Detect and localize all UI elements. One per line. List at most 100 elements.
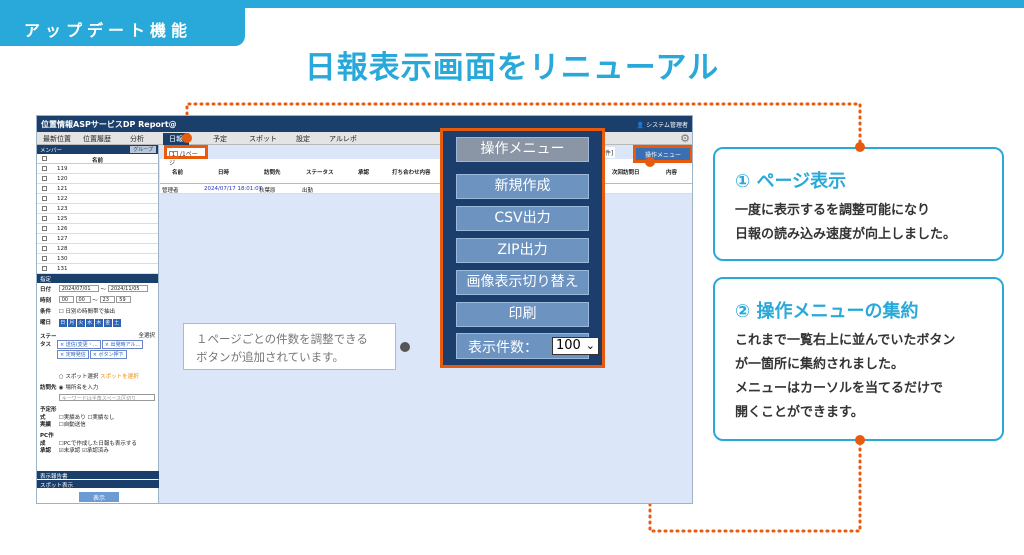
nav-latest-position[interactable]: 最新位置 [43,135,71,143]
member-row[interactable]: 126 [37,224,158,234]
show-button[interactable]: 表示 [79,492,119,502]
nav-position-history[interactable]: 位置履歴 [83,135,111,143]
sidebar: メンバー グループ 名前 119 120 121 122 123 125 126… [37,145,159,503]
report-table-header: 名前 日時 訪問先 ステータス 承認 打ち合わせ内容 次回訪問日 内容 [160,159,692,184]
csv-export-button[interactable]: CSV出力 [456,206,589,231]
nav-alrepo[interactable]: アルレポ [329,135,357,143]
status-tag[interactable]: × ボタン押下 [89,350,127,359]
status-tag[interactable]: × 送信(変更・… [57,340,101,349]
plan-yes-checkbox[interactable]: ☐ [58,415,64,421]
cell-datetime[interactable]: 2024/07/17 18:01:07 [204,186,263,192]
feature-page-display: ① ページ表示 一度に表示するを調整可能になり 日報の読み込み速度が向上しました… [713,147,1004,261]
column-header-place[interactable]: 訪問先 [264,170,281,176]
image-toggle-button[interactable]: 画像表示切り替え [456,270,589,295]
weekday-mon[interactable]: 月 [67,319,76,327]
member-row[interactable]: 130 [37,254,158,264]
user-menu[interactable]: 👤 システム管理者 [636,122,688,129]
column-header-content[interactable]: 内容 [666,170,678,176]
nav-analysis[interactable]: 分析 [130,135,144,143]
actual-checkbox[interactable]: ☐ [58,422,64,428]
visit-option-text: 場所名を入力 [65,385,99,391]
new-create-button[interactable]: 新規作成 [456,174,589,199]
cell-name: 管理者 [162,188,179,194]
member-checkbox[interactable] [42,246,47,251]
visit-keyword-input[interactable]: キーワードは半角スペース区切り [58,394,155,402]
date-label: 日付 [40,287,52,293]
condition-checkbox[interactable]: ☐ [58,309,64,315]
member-checkbox[interactable] [42,166,47,171]
weekday-tue[interactable]: 火 [76,319,85,327]
group-button[interactable]: グループ [130,146,156,153]
column-header-datetime[interactable]: 日時 [218,170,230,176]
member-row[interactable]: 127 [37,234,158,244]
page-headline: 日報表示画面をリニューアル [304,50,720,86]
member-row[interactable]: 121 [37,184,158,194]
display-count-row: 表示件数： 100 ⌄ [456,333,599,359]
display-count-select[interactable]: 100 ⌄ [552,337,599,355]
pc-checkbox[interactable]: ☐ [58,441,64,447]
member-row[interactable]: 123 [37,204,158,214]
member-row[interactable]: 119 [37,164,158,174]
feature-operation-menu: ② 操作メニューの集約 これまで一覧右上に並んでいたボタン が一箇所に集約されま… [713,277,1004,441]
connector-dot [855,142,865,152]
weekday-sun[interactable]: 日 [58,319,67,327]
member-checkbox[interactable] [42,186,47,191]
member-name: 125 [57,216,68,222]
approve-pending-checkbox[interactable]: ☑ [58,448,64,454]
spot-select-link[interactable]: スポットを選択 [100,374,139,380]
approve-done-checkbox[interactable]: ☑ [81,448,87,454]
column-header-name[interactable]: 名前 [172,170,184,176]
connector-dot [645,157,655,167]
spot-select-text: スポット選択 [65,374,99,380]
nav-schedule[interactable]: 予定 [213,135,227,143]
column-header-next-visit[interactable]: 次回訪問日 [612,170,640,176]
member-checkbox[interactable] [42,176,47,181]
column-header-approval[interactable]: 承認 [358,170,370,176]
weekday-thu[interactable]: 木 [94,319,103,327]
operation-menu-button[interactable]: 操作メニュー [633,145,692,163]
show-spot-bar[interactable]: スポット表示 [37,480,159,489]
member-list-header: 名前 [37,154,158,164]
select-all-status[interactable]: 全選択 [138,333,155,339]
nav-spot[interactable]: スポット [249,135,277,143]
member-checkbox[interactable] [42,256,47,261]
operation-menu-title[interactable]: 操作メニュー [456,137,589,162]
time-from-hour[interactable]: 00 [58,296,74,303]
nav-settings[interactable]: 設定 [296,135,310,143]
date-from-input[interactable]: 2024/07/01 [58,285,99,292]
table-row[interactable]: 管理者 2024/07/17 18:01:07 秋葉原 出勤 [160,184,692,194]
date-to-input[interactable]: 2024/11/05 [107,285,148,292]
member-name: 119 [57,166,68,172]
print-button[interactable]: 印刷 [456,302,589,327]
spot-select-radio[interactable]: ○ [58,374,64,380]
weekday-wed[interactable]: 水 [85,319,94,327]
plan-no-checkbox[interactable]: ☐ [87,415,93,421]
gear-icon[interactable]: ⚙ [680,132,690,145]
member-row[interactable]: 122 [37,194,158,204]
status-tag[interactable]: × 出発時アル… [101,340,144,349]
member-checkbox[interactable] [42,266,47,271]
time-label: 時刻 [40,298,52,304]
member-checkbox[interactable] [42,226,47,231]
member-row[interactable]: 120 [37,174,158,184]
member-checkbox[interactable] [42,196,47,201]
member-row[interactable]: 131 [37,264,158,274]
member-checkbox[interactable] [42,216,47,221]
column-header-status[interactable]: ステータス [306,170,334,176]
member-row[interactable]: 128 [37,244,158,254]
column-header-meeting[interactable]: 打ち合わせ内容 [392,170,431,176]
member-checkbox[interactable] [42,236,47,241]
time-to-minute[interactable]: 59 [116,296,132,303]
time-from-minute[interactable]: 00 [75,296,91,303]
select-all-members-checkbox[interactable] [42,156,47,161]
weekday-sat[interactable]: 土 [112,319,121,327]
show-report-bar[interactable]: 表示報告書 [37,471,159,480]
member-checkbox[interactable] [42,206,47,211]
weekday-fri[interactable]: 金 [103,319,112,327]
status-tag[interactable]: × 定時発信 [57,350,89,359]
member-row[interactable]: 125 [37,214,158,224]
zip-export-button[interactable]: ZIP出力 [456,238,589,263]
visit-radio[interactable]: ◉ [58,385,64,391]
time-to-hour[interactable]: 23 [99,296,115,303]
page-number-input[interactable]: 1 [169,151,178,158]
